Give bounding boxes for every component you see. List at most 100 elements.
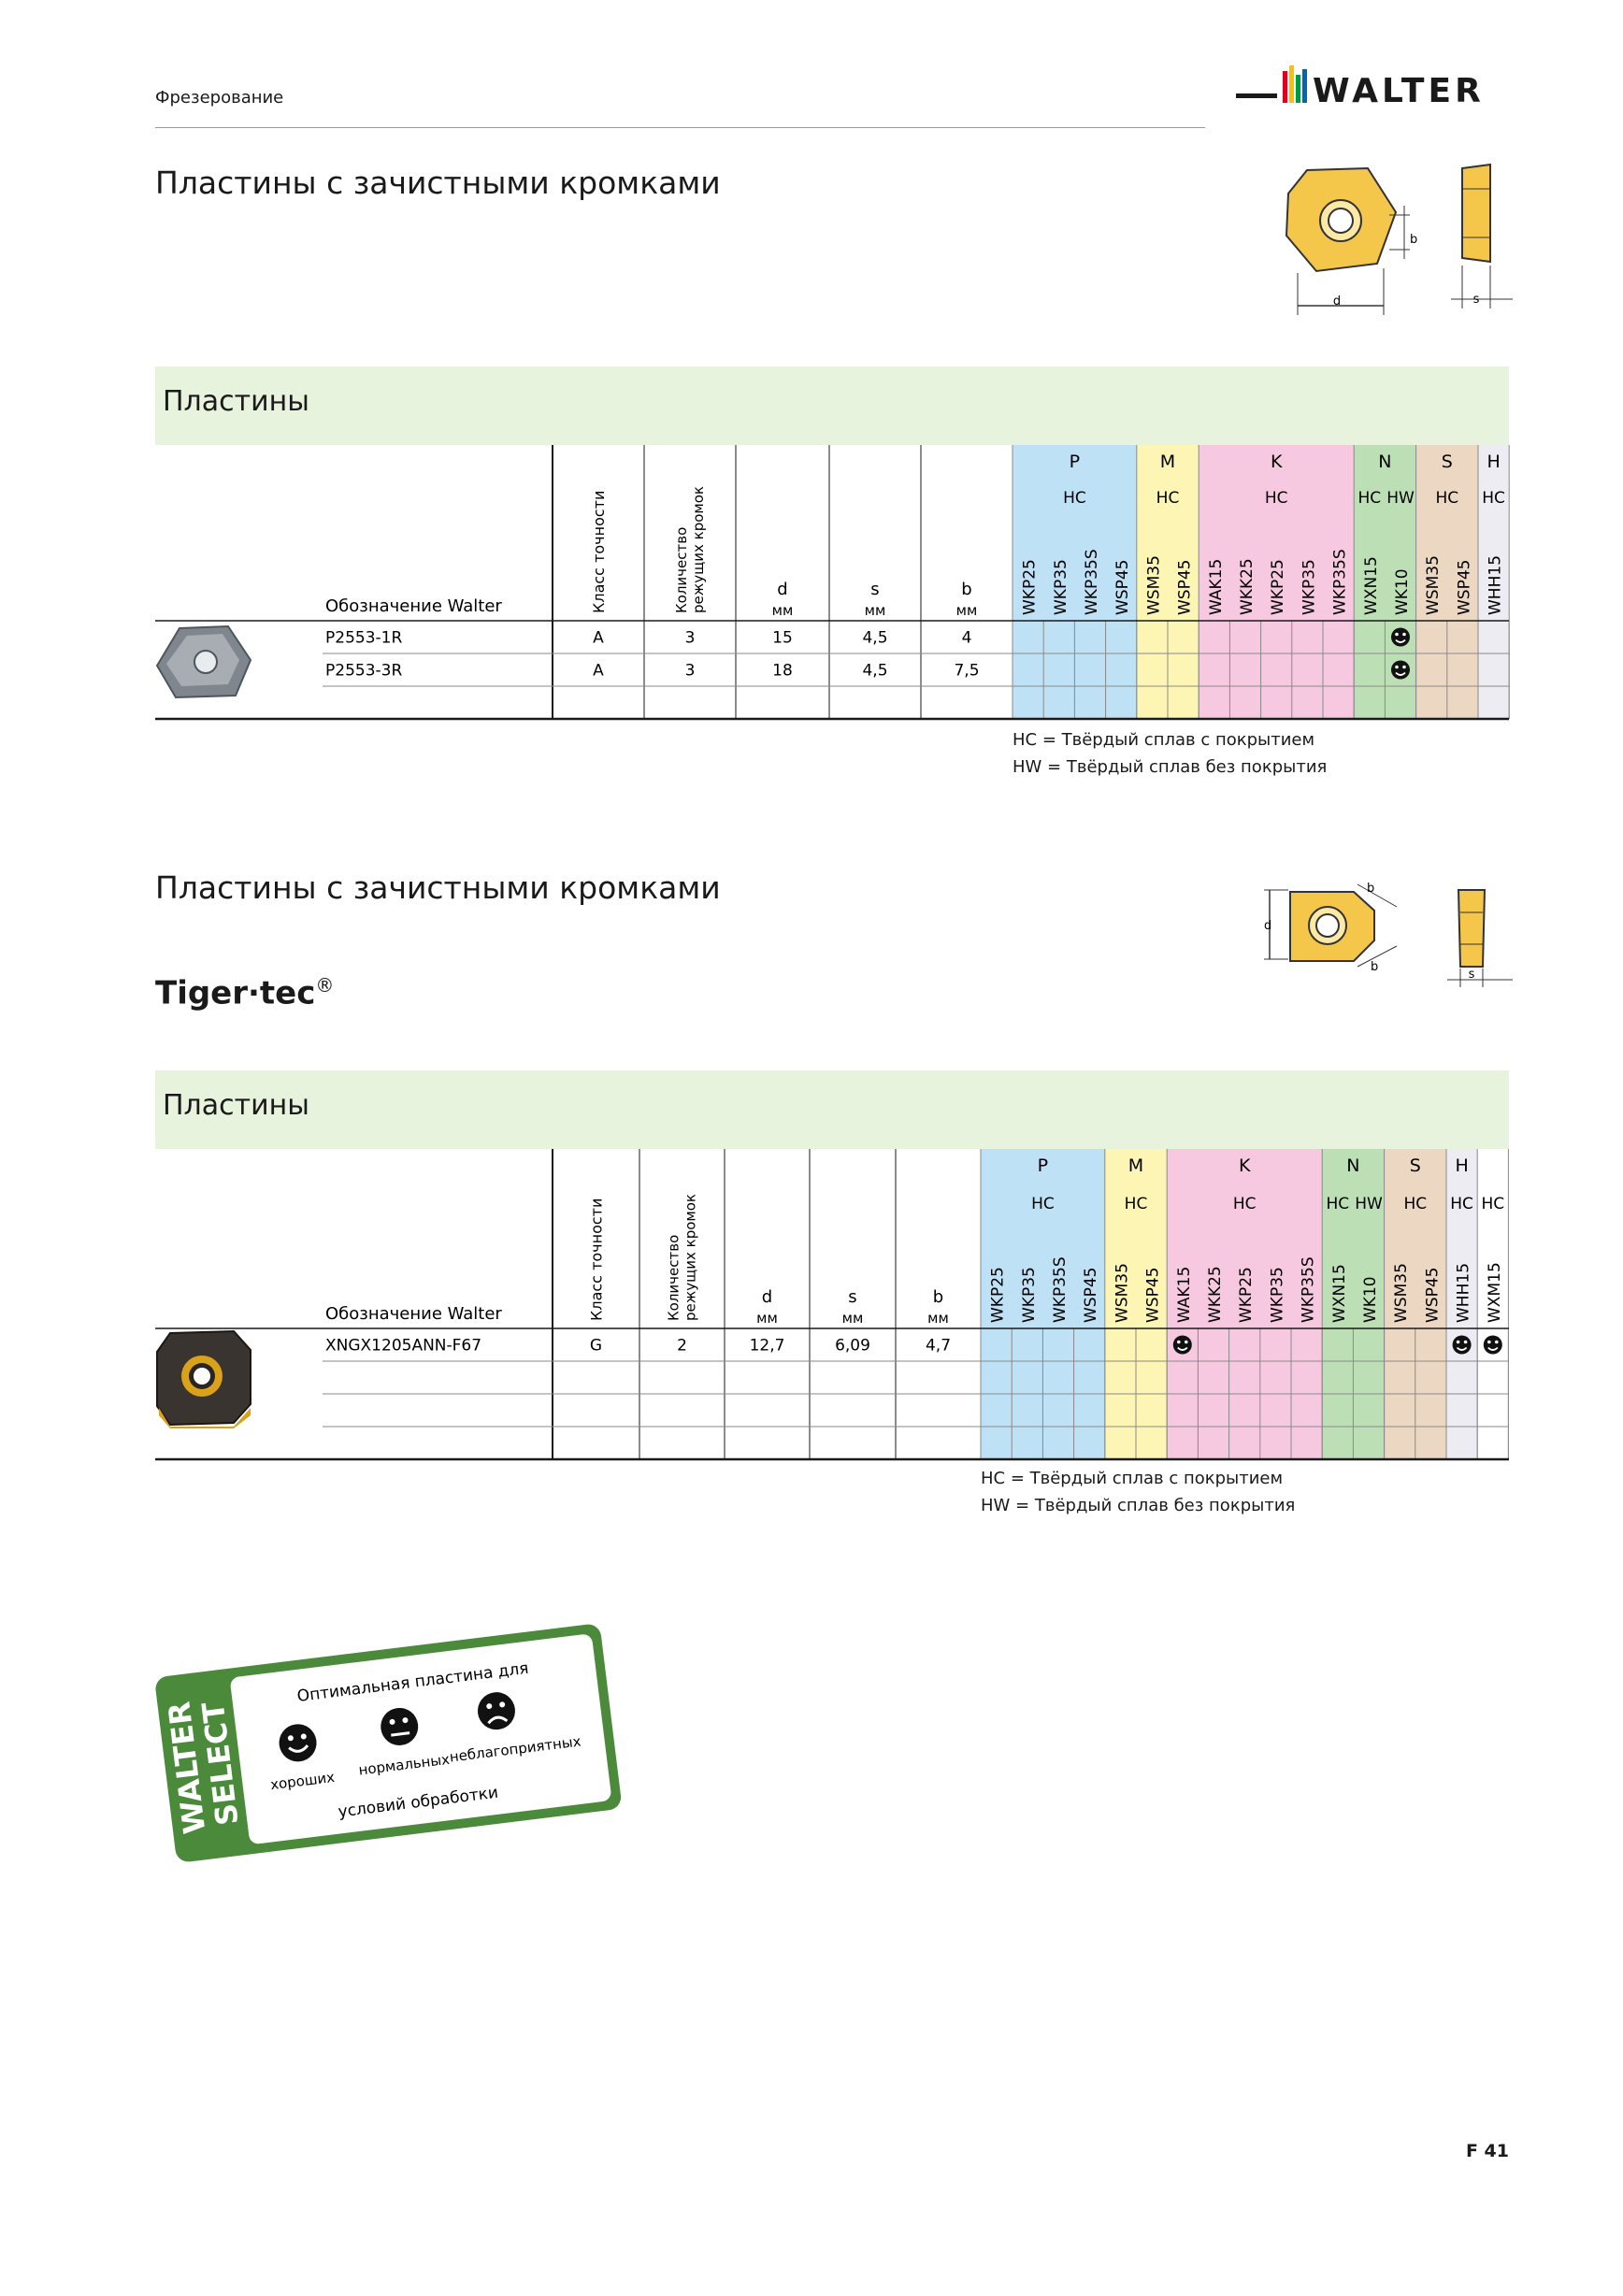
header-designation: Обозначение Walter — [325, 1304, 502, 1324]
cell-edges: 2 — [677, 1337, 687, 1356]
dim-d-1: d — [1333, 294, 1341, 309]
dim-s-1: s — [1473, 293, 1480, 307]
material-group-bg — [1477, 1149, 1509, 1459]
section2-band: Пластины — [155, 1070, 1509, 1149]
cell-b: 4,7 — [926, 1337, 951, 1356]
grade-label: WKP25 — [1269, 559, 1287, 615]
grade-label: WKP25 — [989, 1267, 1008, 1323]
cell-precision: A — [593, 629, 604, 648]
group-coating: HC — [1326, 1195, 1349, 1213]
dim-d-2: d — [1264, 919, 1271, 933]
grade-label: WSP45 — [1455, 560, 1473, 615]
good-face-icon — [1483, 1335, 1502, 1355]
group-coating: HC — [1450, 1195, 1473, 1213]
cell-designation: XNGX1205ANN-F67 — [325, 1337, 481, 1356]
grade-label: WKP25 — [1021, 559, 1040, 615]
insert-photo-1 — [153, 623, 258, 705]
good-face-icon — [1172, 1335, 1192, 1355]
material-group-bg — [1478, 445, 1510, 719]
group-coating: HW — [1386, 489, 1415, 508]
tigertec-label: Tiger·tec — [155, 974, 316, 1012]
grade-label: WSP45 — [1176, 560, 1195, 615]
cell-edges: 3 — [685, 629, 696, 648]
header-s: s — [870, 580, 879, 599]
good-face-icon — [279, 1724, 317, 1762]
dim-b-1: b — [1410, 233, 1417, 247]
insert-drawing-2: d b b s — [1260, 877, 1518, 993]
legend-hw-2: HW = Твёрдый сплав без покрытия — [981, 1496, 1296, 1515]
insert-drawing-1: d b s — [1279, 161, 1518, 323]
group-letter: K — [1239, 1155, 1251, 1176]
group-coating: HW — [1355, 1195, 1383, 1213]
group-letter: P — [1038, 1155, 1048, 1176]
group-letter: S — [1410, 1155, 1421, 1176]
section1-band-label: Пластины — [163, 385, 309, 418]
group-coating: HC — [1156, 489, 1180, 508]
group-coating: HC — [1357, 489, 1381, 508]
cell-designation: P2553-1R — [325, 629, 402, 648]
cell-designation: P2553-3R — [325, 662, 402, 681]
legend-hc-2: HC = Твёрдый сплав с покрытием — [981, 1469, 1284, 1488]
section1-band: Пластины — [155, 366, 1509, 445]
grade-label: WHH15 — [1455, 1263, 1473, 1323]
grade-label: WK10 — [1393, 568, 1412, 615]
header-designation: Обозначение Walter — [325, 596, 502, 616]
grade-label: WKP35S — [1331, 549, 1350, 615]
grade-label: WSM35 — [1144, 555, 1163, 615]
grade-label: WSM35 — [1392, 1263, 1411, 1323]
good-face-icon — [1391, 627, 1410, 647]
header-divider — [155, 127, 1205, 128]
material-group-bg — [1167, 1149, 1323, 1459]
grade-label: WKK25 — [1206, 1266, 1225, 1323]
header-edges-1: Количество — [666, 1235, 682, 1321]
grade-label: WSP45 — [1082, 1268, 1100, 1323]
walter-select-badge: WALTER SELECT Оптимальная пластина для х… — [150, 1617, 636, 1883]
material-group-bg — [1446, 1149, 1478, 1459]
section-label: Фрезерование — [155, 88, 284, 108]
grade-label: WKP35S — [1300, 1256, 1318, 1323]
cell-d: 15 — [772, 629, 793, 648]
grade-label: WHH15 — [1487, 555, 1505, 615]
grade-label: WKP35S — [1051, 1256, 1070, 1323]
group-coating: HC — [1481, 1195, 1504, 1213]
grade-label: WAK15 — [1175, 1267, 1194, 1323]
header-s: s — [848, 1287, 856, 1307]
section2-title: Пластины с зачистными кромками — [155, 869, 721, 906]
group-letter: H — [1455, 1155, 1468, 1176]
brand-name: WALTER — [1313, 72, 1485, 110]
grade-label: WKP35 — [1268, 1267, 1286, 1323]
section1-title: Пластины с зачистными кромками — [155, 165, 721, 201]
group-letter: H — [1487, 452, 1500, 472]
header-b: b — [961, 580, 971, 599]
grade-label: WKP35 — [1020, 1267, 1039, 1323]
cell-d: 12,7 — [750, 1337, 785, 1356]
grade-label: WKP35S — [1083, 549, 1101, 615]
registered-mark: ® — [315, 974, 335, 997]
grade-label: WSM35 — [1113, 1263, 1131, 1323]
header-edges-2: режущих кромок — [690, 486, 707, 613]
grade-label: WXN15 — [1330, 1264, 1349, 1323]
cell-s: 4,5 — [862, 629, 887, 648]
header-d: d — [777, 580, 787, 599]
page-number: F 41 — [1465, 2141, 1509, 2161]
tigertec-title: Tiger·tec® — [155, 974, 334, 1012]
header-d: d — [762, 1287, 772, 1307]
group-letter: N — [1346, 1155, 1359, 1176]
section2-band-label: Пластины — [163, 1089, 309, 1122]
group-letter: M — [1160, 452, 1175, 472]
group-coating: HC — [1233, 1195, 1257, 1213]
material-group-bg — [1199, 445, 1355, 719]
header-b: b — [933, 1287, 943, 1307]
header-b-unit: мм — [956, 602, 978, 619]
group-coating: HC — [1403, 1195, 1427, 1213]
grade-label: WSP45 — [1113, 560, 1132, 615]
cell-b: 4 — [962, 629, 972, 648]
grade-label: WSM35 — [1424, 555, 1443, 615]
header-s-unit: мм — [865, 602, 886, 619]
normal-face-icon — [381, 1707, 419, 1745]
group-letter: S — [1442, 452, 1453, 472]
walter-logo: WALTER — [1236, 62, 1516, 118]
cell-s: 4,5 — [862, 662, 887, 681]
dim-s-2: s — [1469, 968, 1475, 982]
